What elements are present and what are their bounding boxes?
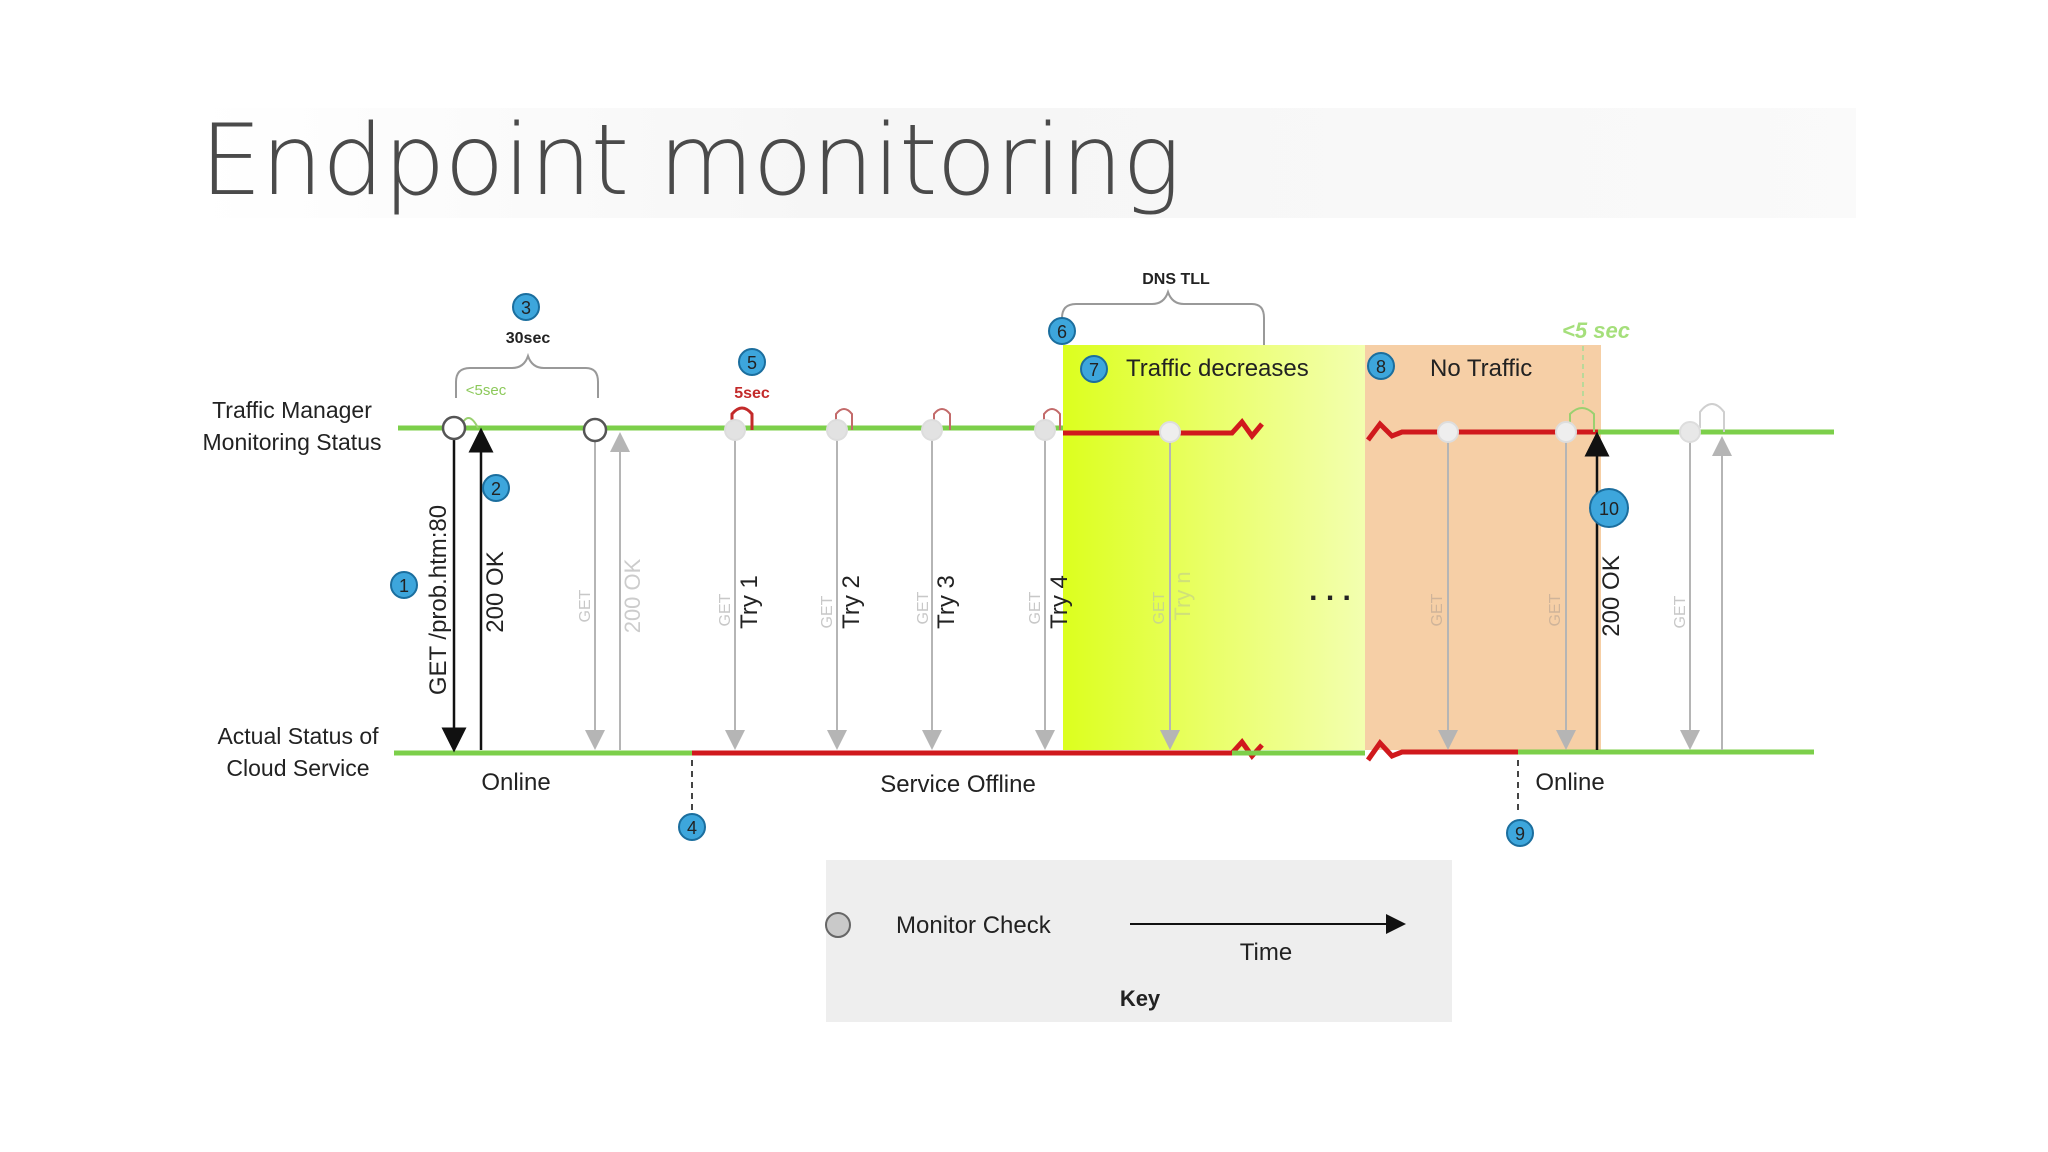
tryn-label: Try n	[1170, 571, 1195, 620]
probe-hump-try4	[1043, 408, 1061, 430]
monitor-check-key-icon	[825, 912, 851, 938]
key-monitor-check-label: Monitor Check	[896, 912, 1052, 939]
probe-5sec-label: 5sec	[734, 385, 770, 402]
monitoring-offline-line-b	[1366, 420, 1598, 442]
service-offline-line-b	[1365, 739, 1518, 762]
monitor-check-5	[921, 419, 943, 441]
key-legend: Monitor Check Time Key	[825, 860, 1452, 1022]
get-label-right: GET	[1672, 595, 1689, 628]
get-label-no-traffic-1: GET	[1429, 593, 1446, 626]
monitor-check-7	[1159, 421, 1181, 443]
svg-text:10: 10	[1599, 499, 1619, 519]
title-band	[196, 108, 1856, 218]
get-probe-label: GET /prob.htm:80	[425, 505, 452, 695]
key-time-label: Time	[1240, 939, 1292, 966]
top-lane-label-1: Traffic Manager	[212, 397, 372, 423]
get-label-try2: GET	[819, 595, 836, 628]
marker-10: 10	[1589, 488, 1629, 528]
ok-200-label-right: 200 OK	[1598, 555, 1625, 636]
probe-hump-try3	[933, 408, 951, 430]
marker-3: 3	[512, 293, 540, 321]
monitor-check-2	[582, 417, 608, 443]
marker-4: 4	[678, 813, 706, 841]
brace-dns-ttl	[1061, 288, 1265, 345]
get-label-try4: GET	[1027, 591, 1044, 624]
marker-9: 9	[1506, 819, 1534, 847]
monitor-check-8	[1437, 421, 1459, 443]
get-label-try3: GET	[915, 591, 932, 624]
try4-label: Try 4	[1046, 575, 1073, 629]
bottom-lane-label-1: Actual Status of	[217, 723, 379, 749]
probe-hump-try2	[835, 408, 853, 430]
get-label-tryn: GET	[1151, 591, 1168, 624]
traffic-decreases-zone	[1063, 345, 1365, 750]
no-traffic-label: No Traffic	[1430, 355, 1532, 382]
online-left-label: Online	[481, 769, 550, 796]
monitor-check-9	[1555, 421, 1577, 443]
marker-5: 5	[738, 348, 766, 376]
bottom-lane-label-2: Cloud Service	[226, 755, 369, 781]
probe-hump-right	[1699, 403, 1725, 432]
svg-text:1: 1	[399, 576, 409, 596]
marker-6: 6	[1048, 317, 1076, 345]
page-title: Endpoint monitoring	[200, 104, 1181, 218]
monitor-check-1	[441, 415, 467, 441]
monitor-check-10	[1679, 421, 1701, 443]
get-label-no-traffic-2: GET	[1547, 593, 1564, 626]
get-label-2: GET	[577, 589, 594, 622]
svg-text:6: 6	[1057, 322, 1067, 342]
traffic-decreases-label: Traffic decreases	[1126, 355, 1309, 382]
svg-text:4: 4	[687, 818, 697, 838]
dns-ttl-label: DNS TLL	[1142, 271, 1210, 288]
get-label-try1: GET	[717, 593, 734, 626]
svg-text:2: 2	[491, 479, 501, 499]
ok-200-label: 200 OK	[482, 551, 509, 632]
svg-text:9: 9	[1515, 824, 1525, 844]
interval-30sec-label: 30sec	[506, 330, 551, 347]
try3-label: Try 3	[933, 575, 960, 629]
lt5sec-green-label: <5 sec	[1562, 318, 1630, 343]
online-right-label: Online	[1535, 769, 1604, 796]
brace-30sec	[455, 352, 599, 398]
svg-text:5: 5	[747, 353, 757, 373]
lt5sec-small-label: <5sec	[466, 382, 507, 399]
try2-label: Try 2	[838, 575, 865, 629]
service-offline-label: Service Offline	[880, 771, 1036, 798]
top-lane-label-2: Monitoring Status	[203, 429, 382, 455]
marker-8: 8	[1367, 352, 1395, 380]
ellipsis-label: . . .	[1309, 574, 1351, 607]
marker-2: 2	[482, 474, 510, 502]
monitor-check-6	[1034, 419, 1056, 441]
monitor-check-4	[826, 419, 848, 441]
marker-7: 7	[1080, 355, 1108, 383]
key-heading: Key	[1120, 986, 1161, 1011]
monitor-check-3	[724, 419, 746, 441]
svg-text:3: 3	[521, 298, 531, 318]
try1-label: Try 1	[736, 575, 763, 629]
marker-1: 1	[390, 571, 418, 599]
svg-text:8: 8	[1376, 357, 1386, 377]
no-traffic-zone	[1365, 345, 1601, 750]
svg-text:7: 7	[1089, 360, 1099, 380]
probe-hump-red-try1	[730, 406, 754, 430]
ok-label-2: 200 OK	[620, 558, 645, 633]
probe-hump-lt5	[1569, 407, 1595, 432]
